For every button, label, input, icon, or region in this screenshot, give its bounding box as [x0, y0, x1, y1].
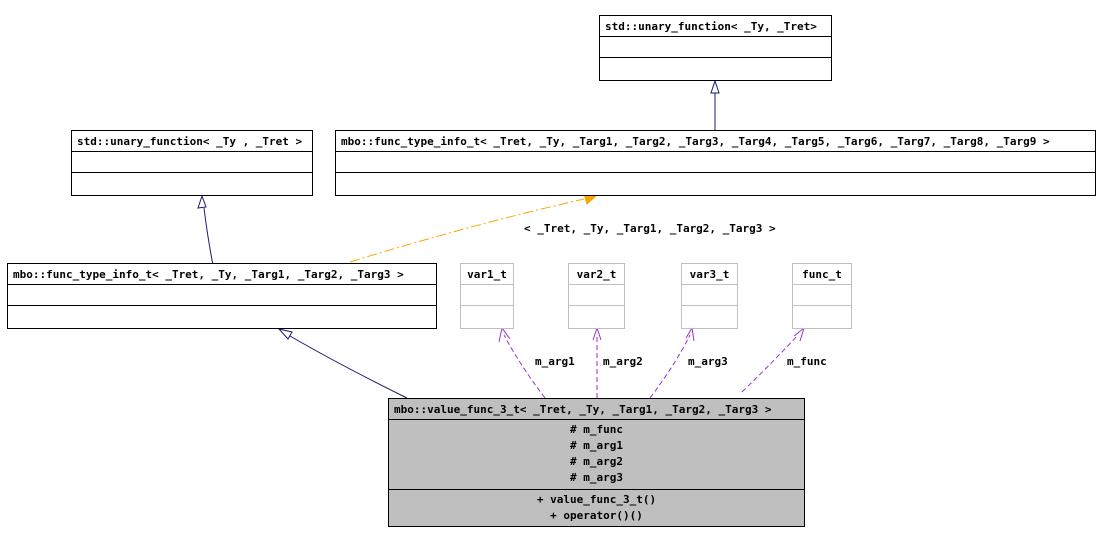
class-name: mbo::func_type_info_t< _Tret, _Ty, _Targ… — [336, 131, 1095, 152]
operations-section — [336, 173, 1095, 194]
usage-label-m-arg1: m_arg1 — [535, 355, 575, 368]
operations-section — [461, 306, 513, 327]
usage-edge-m-arg1 — [503, 334, 546, 399]
class-name: func_t — [793, 264, 851, 285]
attributes-section — [793, 285, 851, 306]
operations-section: + value_func_3_t() + operator()() — [389, 490, 804, 526]
class-name: mbo::value_func_3_t< _Tret, _Ty, _Targ1,… — [389, 399, 804, 420]
class-name: std::unary_function< _Ty , _Tret > — [72, 131, 312, 152]
operations-section — [793, 306, 851, 327]
attributes-section — [336, 152, 1095, 173]
attributes-section — [600, 37, 831, 58]
operation-constructor: + value_func_3_t() — [536, 493, 657, 506]
class-func-type-info-3[interactable]: mbo::func_type_info_t< _Tret, _Ty, _Targ… — [7, 263, 437, 329]
operation-call-operator: + operator()() — [550, 509, 643, 522]
usage-label-m-func: m_func — [787, 355, 827, 368]
operations-section — [8, 306, 436, 327]
class-name: std::unary_function< _Ty, _Tret> — [600, 16, 831, 37]
attributes-section — [461, 285, 513, 306]
class-func-type-info-9[interactable]: mbo::func_type_info_t< _Tret, _Ty, _Targ… — [335, 130, 1096, 196]
class-var1-t[interactable]: var1_t — [460, 263, 514, 329]
class-var3-t[interactable]: var3_t — [681, 263, 738, 329]
usage-label-m-arg2: m_arg2 — [603, 355, 643, 368]
attributes-section — [569, 285, 624, 306]
attribute-m-arg1: # m_arg1 — [570, 439, 623, 452]
class-func-t[interactable]: func_t — [792, 263, 852, 329]
class-std-unary-function-left[interactable]: std::unary_function< _Ty , _Tret > — [71, 130, 313, 196]
attributes-section: # m_func # m_arg1 # m_arg2 # m_arg3 — [389, 420, 804, 490]
class-name: mbo::func_type_info_t< _Tret, _Ty, _Targ… — [8, 264, 436, 285]
class-name: var2_t — [569, 264, 624, 285]
attribute-m-arg3: # m_arg3 — [570, 471, 623, 484]
usage-arrowhead-m-arg3 — [685, 326, 695, 342]
attribute-m-func: # m_func — [570, 423, 623, 436]
usage-arrowhead-m-func — [793, 326, 805, 342]
operations-section — [600, 58, 831, 79]
inheritance-arrowhead-left — [197, 194, 207, 209]
class-name: var1_t — [461, 264, 513, 285]
attributes-section — [8, 285, 436, 306]
inheritance-edge-main — [289, 335, 408, 399]
class-name: var3_t — [682, 264, 737, 285]
class-var2-t[interactable]: var2_t — [568, 263, 625, 329]
inheritance-arrowhead-main — [277, 328, 293, 340]
operations-section — [72, 173, 312, 194]
attributes-section — [682, 285, 737, 306]
usage-edge-m-arg3 — [649, 334, 691, 399]
operations-section — [569, 306, 624, 327]
inheritance-edge-left — [203, 207, 214, 266]
operations-section — [682, 306, 737, 327]
usage-label-m-arg3: m_arg3 — [688, 355, 728, 368]
template-instance-edge — [349, 198, 585, 263]
class-std-unary-function-top[interactable]: std::unary_function< _Ty, _Tret> — [599, 15, 832, 81]
template-args-label: < _Tret, _Ty, _Targ1, _Targ2, _Targ3 > — [524, 222, 776, 235]
usage-edge-m-func — [741, 334, 799, 393]
attribute-m-arg2: # m_arg2 — [570, 455, 623, 468]
inheritance-arrowhead-top — [710, 79, 720, 94]
attributes-section — [72, 152, 312, 173]
class-value-func-3-t[interactable]: mbo::value_func_3_t< _Tret, _Ty, _Targ1,… — [388, 398, 805, 527]
